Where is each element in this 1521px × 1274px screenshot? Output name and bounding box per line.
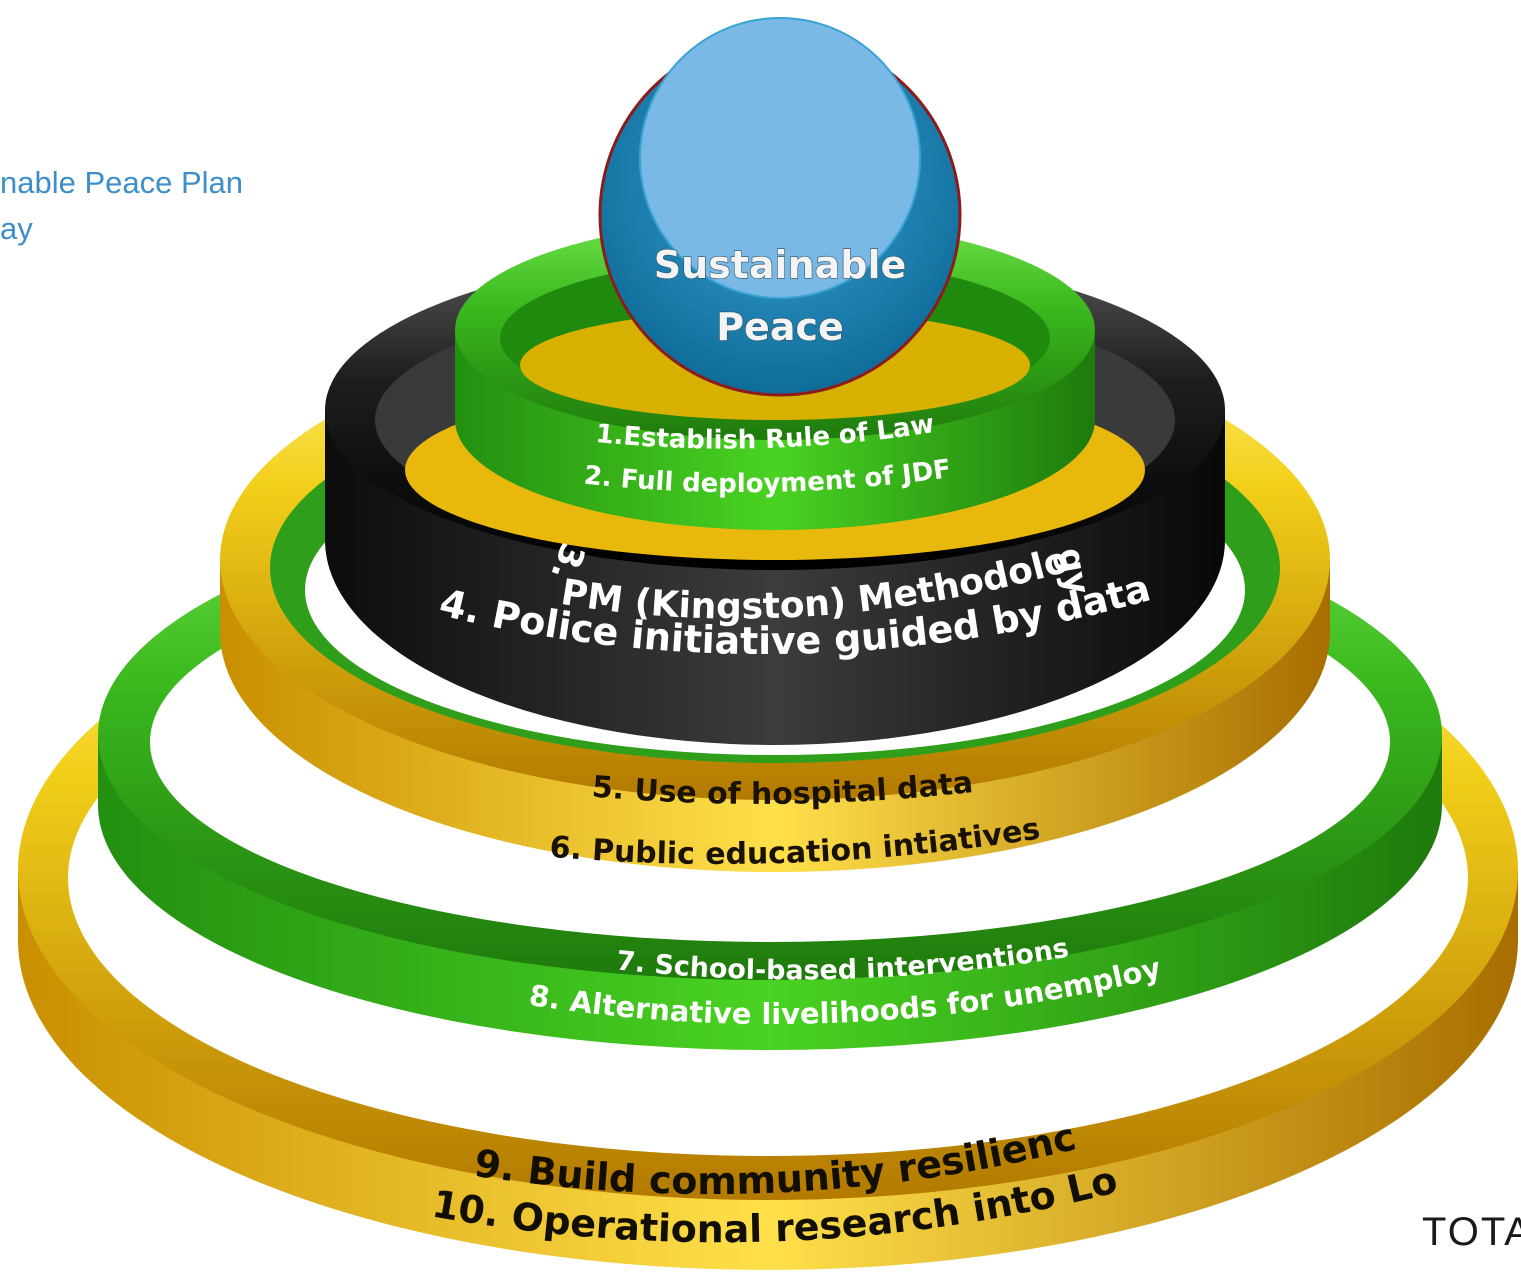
slide-title-line-1: nable Peace Plan xyxy=(0,165,244,200)
center-label-line-1: Sustainable xyxy=(654,243,907,287)
ring-2-fragment-right: gy xyxy=(1050,545,1097,598)
slide-title-line-2: ay xyxy=(0,211,33,246)
footer-text: TOTA xyxy=(1422,1210,1521,1254)
sustainable-peace-sphere: Sustainable Peace xyxy=(598,17,962,397)
center-label-line-2: Peace xyxy=(716,305,844,349)
slide-title: nable Peace Plan ay xyxy=(0,160,243,252)
